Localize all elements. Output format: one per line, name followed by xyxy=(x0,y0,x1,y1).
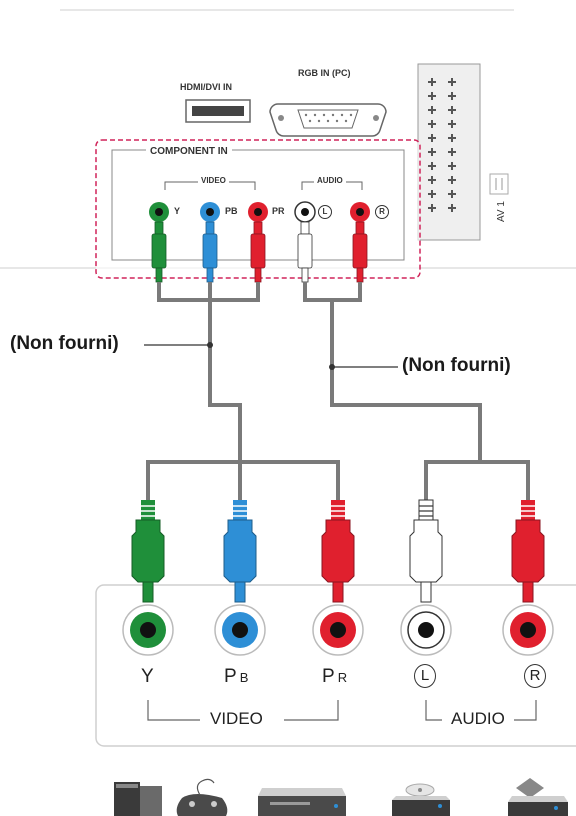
device-audio-label: AUDIO xyxy=(451,709,505,728)
disc-player-icon xyxy=(392,783,450,816)
tv-jack-pb-label: PB xyxy=(225,206,238,216)
set-top-box-icon xyxy=(508,778,568,816)
device-plug-pb xyxy=(223,500,257,603)
tv-plug-y xyxy=(151,221,167,283)
game-console-icon xyxy=(114,782,162,816)
tv-plug-pr xyxy=(250,221,266,283)
tv-jack-l-label: L xyxy=(318,205,332,219)
hdmi-port-icon xyxy=(185,99,251,123)
rgb-in-pc-label: RGB IN (PC) xyxy=(298,68,351,78)
device-r-label: R xyxy=(524,664,546,688)
dvd-player-icon xyxy=(258,788,346,816)
device-plug-y xyxy=(131,500,165,603)
device-plug-pr xyxy=(321,500,355,603)
audio-group-label: AUDIO xyxy=(314,176,346,185)
device-video-label: VIDEO xyxy=(210,709,263,728)
device-plug-r xyxy=(511,500,545,603)
device-jack-pb xyxy=(214,604,266,656)
device-jack-y xyxy=(122,604,174,656)
audio-cable xyxy=(303,282,530,505)
hdmi-dvi-in-label: HDMI/DVI IN xyxy=(180,82,233,92)
tv-plug-l xyxy=(297,221,313,283)
tv-jack-y xyxy=(149,202,169,222)
video-group-label: VIDEO xyxy=(198,176,229,185)
tv-jack-l xyxy=(294,201,316,223)
right-not-supplied-note: (Non fourni) xyxy=(402,355,511,376)
tv-jack-pr xyxy=(248,202,268,222)
device-jack-pr xyxy=(312,604,364,656)
tv-jack-y-label: Y xyxy=(174,206,181,216)
device-plug-l xyxy=(409,499,443,603)
tv-plug-r xyxy=(352,221,368,283)
left-not-supplied-note: (Non fourni) xyxy=(10,333,119,354)
tv-jack-pb xyxy=(200,202,220,222)
device-jack-l xyxy=(400,604,452,656)
tv-jack-pr-label: PR xyxy=(272,206,285,216)
av1-label: AV 1 xyxy=(496,201,507,222)
tv-plug-pb xyxy=(202,221,218,283)
av-arrows-icon xyxy=(489,173,509,195)
device-l-label: L xyxy=(414,664,436,688)
rgb-port-icon xyxy=(269,103,387,137)
component-in-label: COMPONENT IN xyxy=(146,146,232,157)
tv-jack-r xyxy=(350,202,370,222)
tv-jack-r-label: R xyxy=(375,205,389,219)
scart-port-icon xyxy=(417,63,481,241)
video-cable xyxy=(146,282,340,505)
device-jack-r xyxy=(502,604,554,656)
gamepad-icon xyxy=(176,778,228,816)
device-y-label: Y xyxy=(141,666,154,687)
